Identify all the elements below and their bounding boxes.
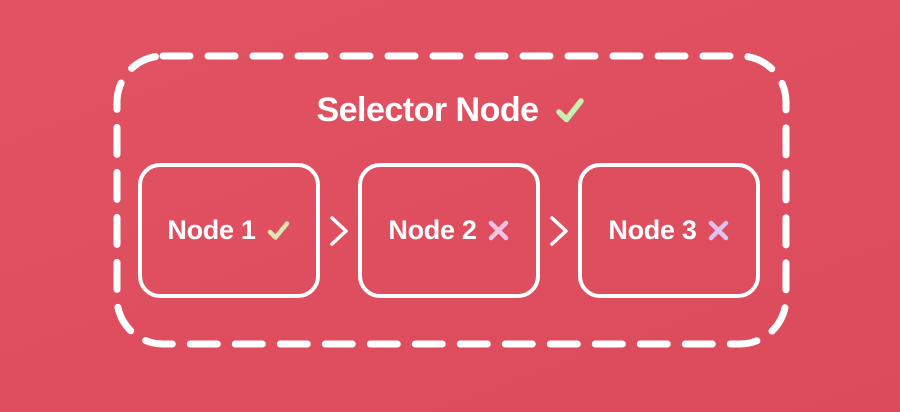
node-3-box: Node 3	[578, 163, 760, 298]
chevron-right-icon	[330, 215, 348, 246]
node-1-label: Node 1	[167, 215, 256, 245]
sequence-separator	[320, 212, 358, 250]
check-icon	[555, 98, 584, 123]
selector-group-dashed-border	[113, 52, 790, 348]
node-2-box: Node 2	[358, 163, 540, 298]
chevron-right-icon	[550, 215, 568, 246]
child-nodes-row: Node 1 Node 2 Node 3	[138, 163, 760, 298]
node-3-label: Node 3	[608, 215, 697, 245]
selector-node-title-row: Selector Node	[113, 93, 790, 127]
check-icon	[267, 221, 289, 240]
cross-icon	[488, 220, 508, 241]
sequence-separator	[540, 212, 578, 250]
node-2-label: Node 2	[388, 215, 477, 245]
selector-node-title: Selector Node	[316, 91, 539, 129]
cross-icon	[708, 220, 728, 241]
node-1-box: Node 1	[138, 163, 320, 298]
